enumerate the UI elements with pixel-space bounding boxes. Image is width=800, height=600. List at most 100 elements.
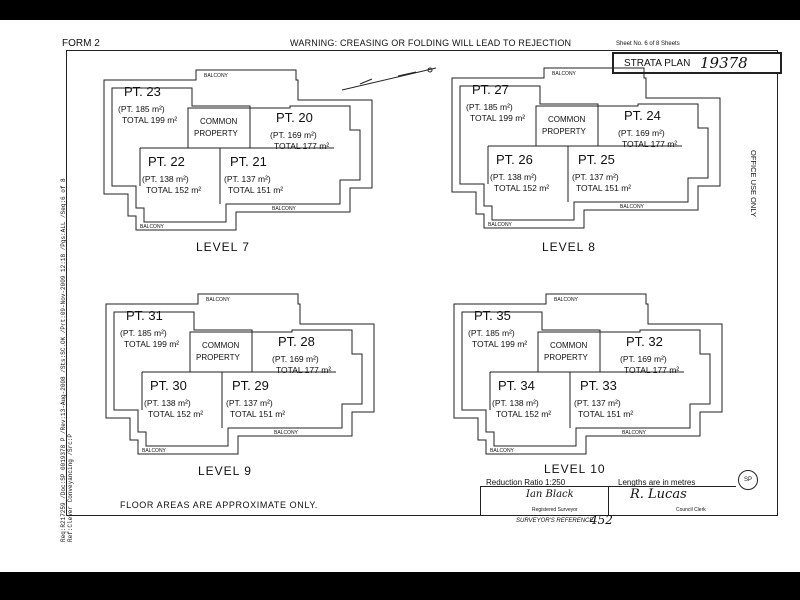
floor-area-note: FLOOR AREAS ARE APPROXIMATE ONLY. [120, 500, 318, 510]
level-8-label: LEVEL 8 [542, 240, 596, 254]
lot-number: PT. 31 [126, 308, 163, 323]
level-plan-3: COMMON PROPERTY BALCONY BALCONY BALCONY PT. 3… [105, 293, 375, 455]
lot-total-area: TOTAL 177 m² [276, 365, 331, 375]
common-property-label: COMMON [202, 341, 240, 350]
lot-number: PT. 20 [276, 110, 313, 125]
balcony-outline [105, 293, 375, 455]
lot-area: (PT. 169 m²) [620, 354, 667, 364]
lot-total-area: TOTAL 151 m² [578, 409, 633, 419]
balcony-label: BALCONY [620, 204, 645, 210]
warning-text: WARNING: CREASING OR FOLDING WILL LEAD T… [290, 38, 572, 48]
lot-area: (PT. 169 m²) [272, 354, 319, 364]
balcony-label: BALCONY [554, 297, 579, 303]
lot-total-area: TOTAL 199 m² [122, 115, 177, 125]
common-property-label: PROPERTY [544, 353, 589, 362]
strata-plan-number: 19378 [700, 54, 748, 72]
clerk-caption: Council Clerk [676, 507, 706, 513]
lot-number: PT. 34 [498, 378, 535, 393]
cert-divider [480, 487, 481, 515]
cert-divider [608, 487, 609, 515]
balcony-label: BALCONY [490, 448, 515, 454]
surveyor-reference-number: 452 [590, 513, 613, 527]
common-property-label: PROPERTY [542, 127, 587, 136]
surveyor-reference-label: SURVEYOR'S REFERENCE: [516, 518, 596, 524]
lot-number: PT. 27 [472, 82, 509, 97]
lot-area: (PT. 138 m²) [142, 174, 189, 184]
common-property-area [187, 107, 251, 149]
lot-number: PT. 28 [278, 334, 315, 349]
surveyor-caption: Registered Surveyor [532, 507, 578, 513]
lot-total-area: TOTAL 152 m² [494, 183, 549, 193]
balcony-outline [103, 69, 373, 231]
balcony-label: BALCONY [488, 222, 513, 228]
reduction-ratio: Reduction Ratio 1:250 [486, 478, 566, 487]
balcony-label: BALCONY [140, 224, 165, 230]
lot-area: (PT. 185 m²) [120, 328, 167, 338]
lot-total-area: TOTAL 199 m² [472, 339, 527, 349]
balcony-label: BALCONY [552, 71, 577, 77]
lot-area: (PT. 169 m²) [270, 130, 317, 140]
balcony-label: BALCONY [204, 73, 229, 79]
lot-total-area: TOTAL 177 m² [624, 365, 679, 375]
lot-area: (PT. 138 m²) [144, 398, 191, 408]
common-property-label: COMMON [550, 341, 588, 350]
balcony-outline [451, 67, 721, 229]
sheet-number: Sheet No. 6 of 8 Sheets [616, 41, 680, 47]
lot-total-area: TOTAL 199 m² [470, 113, 525, 123]
level-9-label: LEVEL 9 [198, 464, 252, 478]
strata-plan-box: STRATA PLAN 19378 [612, 52, 782, 74]
lot-number: PT. 26 [496, 152, 533, 167]
lot-area: (PT. 138 m²) [492, 398, 539, 408]
balcony-label: BALCONY [206, 297, 231, 303]
lot-number: PT. 30 [150, 378, 187, 393]
lot-number: PT. 25 [578, 152, 615, 167]
lot-number: PT. 32 [626, 334, 663, 349]
balcony-label: BALCONY [274, 430, 299, 436]
balcony-label: BALCONY [272, 206, 297, 212]
lot-total-area: TOTAL 199 m² [124, 339, 179, 349]
lot-total-area: TOTAL 151 m² [228, 185, 283, 195]
lot-total-area: TOTAL 177 m² [622, 139, 677, 149]
lot-total-area: TOTAL 152 m² [148, 409, 203, 419]
common-property-label: PROPERTY [194, 129, 239, 138]
lot-number: PT. 23 [124, 84, 161, 99]
strata-plan-label: STRATA PLAN [624, 58, 691, 69]
lot-total-area: TOTAL 151 m² [576, 183, 631, 193]
north-arrow [341, 67, 437, 91]
lot-area: (PT. 185 m²) [468, 328, 515, 338]
building-outline [111, 87, 361, 223]
clerk-signature: R. Lucas [630, 487, 687, 502]
building-outline [461, 311, 711, 447]
common-property-label: PROPERTY [196, 353, 241, 362]
balcony-label: BALCONY [142, 448, 167, 454]
level-10-label: LEVEL 10 [544, 462, 606, 476]
top-scan-border [0, 0, 800, 20]
form-label: FORM 2 [62, 38, 100, 49]
balcony-outline [453, 293, 723, 455]
lot-number: PT. 35 [474, 308, 511, 323]
bottom-scan-border [0, 572, 800, 600]
lot-area: (PT. 137 m²) [226, 398, 273, 408]
lot-total-area: TOTAL 151 m² [230, 409, 285, 419]
level-text: COMMON PROPERTY BALCONY BALCONY BALCONY PT. 3… [120, 297, 331, 454]
lot-area: (PT. 137 m²) [572, 172, 619, 182]
certification-block: Ian Black Registered Surveyor R. Lucas C… [480, 486, 736, 515]
common-property-area [537, 331, 601, 373]
common-property-area [189, 331, 253, 373]
building-outline [459, 85, 709, 221]
lot-total-area: TOTAL 152 m² [146, 185, 201, 195]
lot-number: PT. 21 [230, 154, 267, 169]
lot-number: PT. 33 [580, 378, 617, 393]
level-7-label: LEVEL 7 [196, 240, 250, 254]
surveyor-signature: Ian Black [526, 489, 574, 500]
council-seal-icon: SP [738, 470, 758, 490]
lot-total-area: TOTAL 177 m² [274, 141, 329, 151]
lot-area: (PT. 185 m²) [118, 104, 165, 114]
